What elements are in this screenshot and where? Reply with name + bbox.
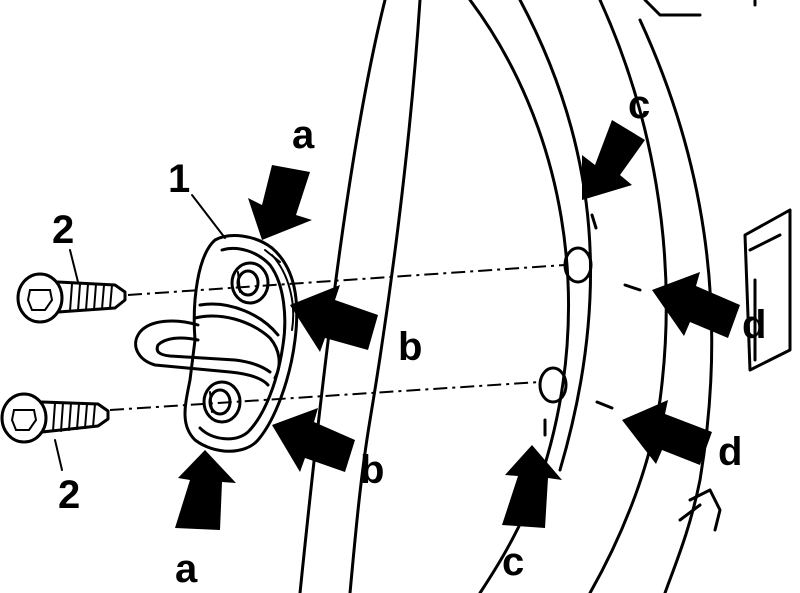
striker-plate [134, 234, 299, 453]
leader-lines [54, 194, 226, 471]
torx-bolt-icon [16, 272, 64, 324]
label-b-bottom: b [360, 448, 384, 492]
label-c-bottom: c [502, 540, 524, 584]
bolt-bottom [0, 392, 110, 444]
block-arrow-icon [582, 120, 645, 200]
block-arrow-icon [248, 165, 312, 240]
label-d-top: d [742, 303, 766, 347]
block-arrow-icon [502, 445, 562, 528]
label-part-2-bottom: 2 [58, 473, 80, 517]
mounting-hole-bottom [538, 366, 568, 404]
block-arrow-icon [622, 400, 712, 465]
label-c-top: c [628, 83, 650, 127]
labels: 1 2 2 a a b b c c d d [52, 83, 766, 591]
block-arrow-icon [652, 272, 740, 338]
mounting-hole-top [563, 246, 593, 284]
label-b-top: b [398, 325, 422, 369]
block-arrows [175, 120, 740, 530]
door-pillar-outline [298, 0, 792, 593]
bolt-top [16, 272, 127, 324]
alignment-marks [543, 213, 642, 437]
label-part-2-top: 2 [52, 208, 74, 252]
mounting-holes [538, 246, 593, 404]
label-a-bottom: a [175, 547, 198, 591]
block-arrow-icon [272, 408, 355, 472]
block-arrow-icon [290, 285, 378, 352]
center-lines [109, 264, 566, 411]
label-a-top: a [292, 113, 315, 157]
torx-bolt-icon [0, 392, 48, 444]
label-d-bottom: d [718, 430, 742, 474]
block-arrow-icon [175, 450, 236, 530]
label-part-1: 1 [168, 157, 190, 201]
